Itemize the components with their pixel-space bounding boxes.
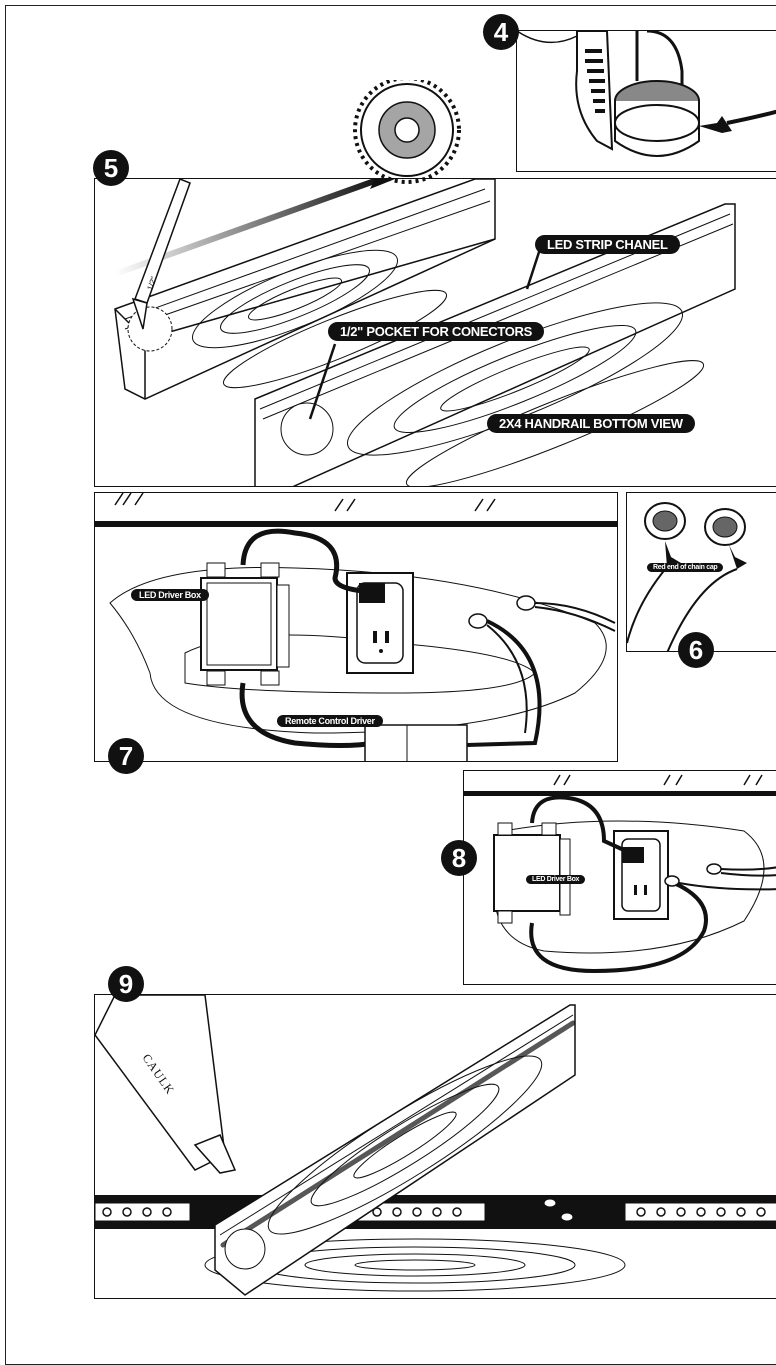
saw-blade-illustration — [353, 80, 461, 184]
driver-wiring-illustration — [95, 493, 617, 761]
driver-wiring-closeup-illustration — [464, 774, 776, 974]
step-badge-6: 6 — [678, 632, 714, 668]
label-pocket-for-connectors: 1/2" POCKET FOR CONECTORS — [328, 322, 545, 341]
step-badge-5: 5 — [93, 150, 129, 186]
label-remote-control-driver: Remote Control Driver — [277, 715, 383, 727]
caulk-handrail-illustration — [95, 995, 776, 1296]
panel-step-5: LED STRIP CHANEL 1/2" POCKET FOR CONECTO… — [94, 178, 776, 487]
label-red-end-chain-cap: Red end of chain cap — [647, 563, 724, 572]
label-led-driver-box: LED Driver Box — [131, 589, 209, 601]
label-led-driver-box-closeup: LED Driver Box — [526, 875, 586, 884]
panel-step-7: LED Driver Box Remote Control Driver — [94, 492, 618, 762]
step-badge-7: 7 — [108, 738, 144, 774]
panel-step-4 — [516, 30, 776, 172]
label-handrail-bottom-view: 2X4 HANDRAIL BOTTOM VIEW — [487, 414, 695, 433]
step-badge-4: 4 — [483, 14, 519, 50]
connector-closeup-illustration — [517, 31, 776, 157]
panel-step-6: Red end of chain cap — [626, 492, 776, 652]
handrail-pocket-illustration — [113, 179, 736, 486]
panel-step-9: CAULK — [94, 994, 776, 1299]
chain-cap-illustration — [627, 502, 747, 651]
panel-step-8: LED Driver Box — [463, 770, 776, 985]
step-badge-9: 9 — [108, 966, 144, 1002]
label-led-strip-channel: LED STRIP CHANEL — [535, 235, 680, 254]
step-badge-8: 8 — [441, 840, 477, 876]
